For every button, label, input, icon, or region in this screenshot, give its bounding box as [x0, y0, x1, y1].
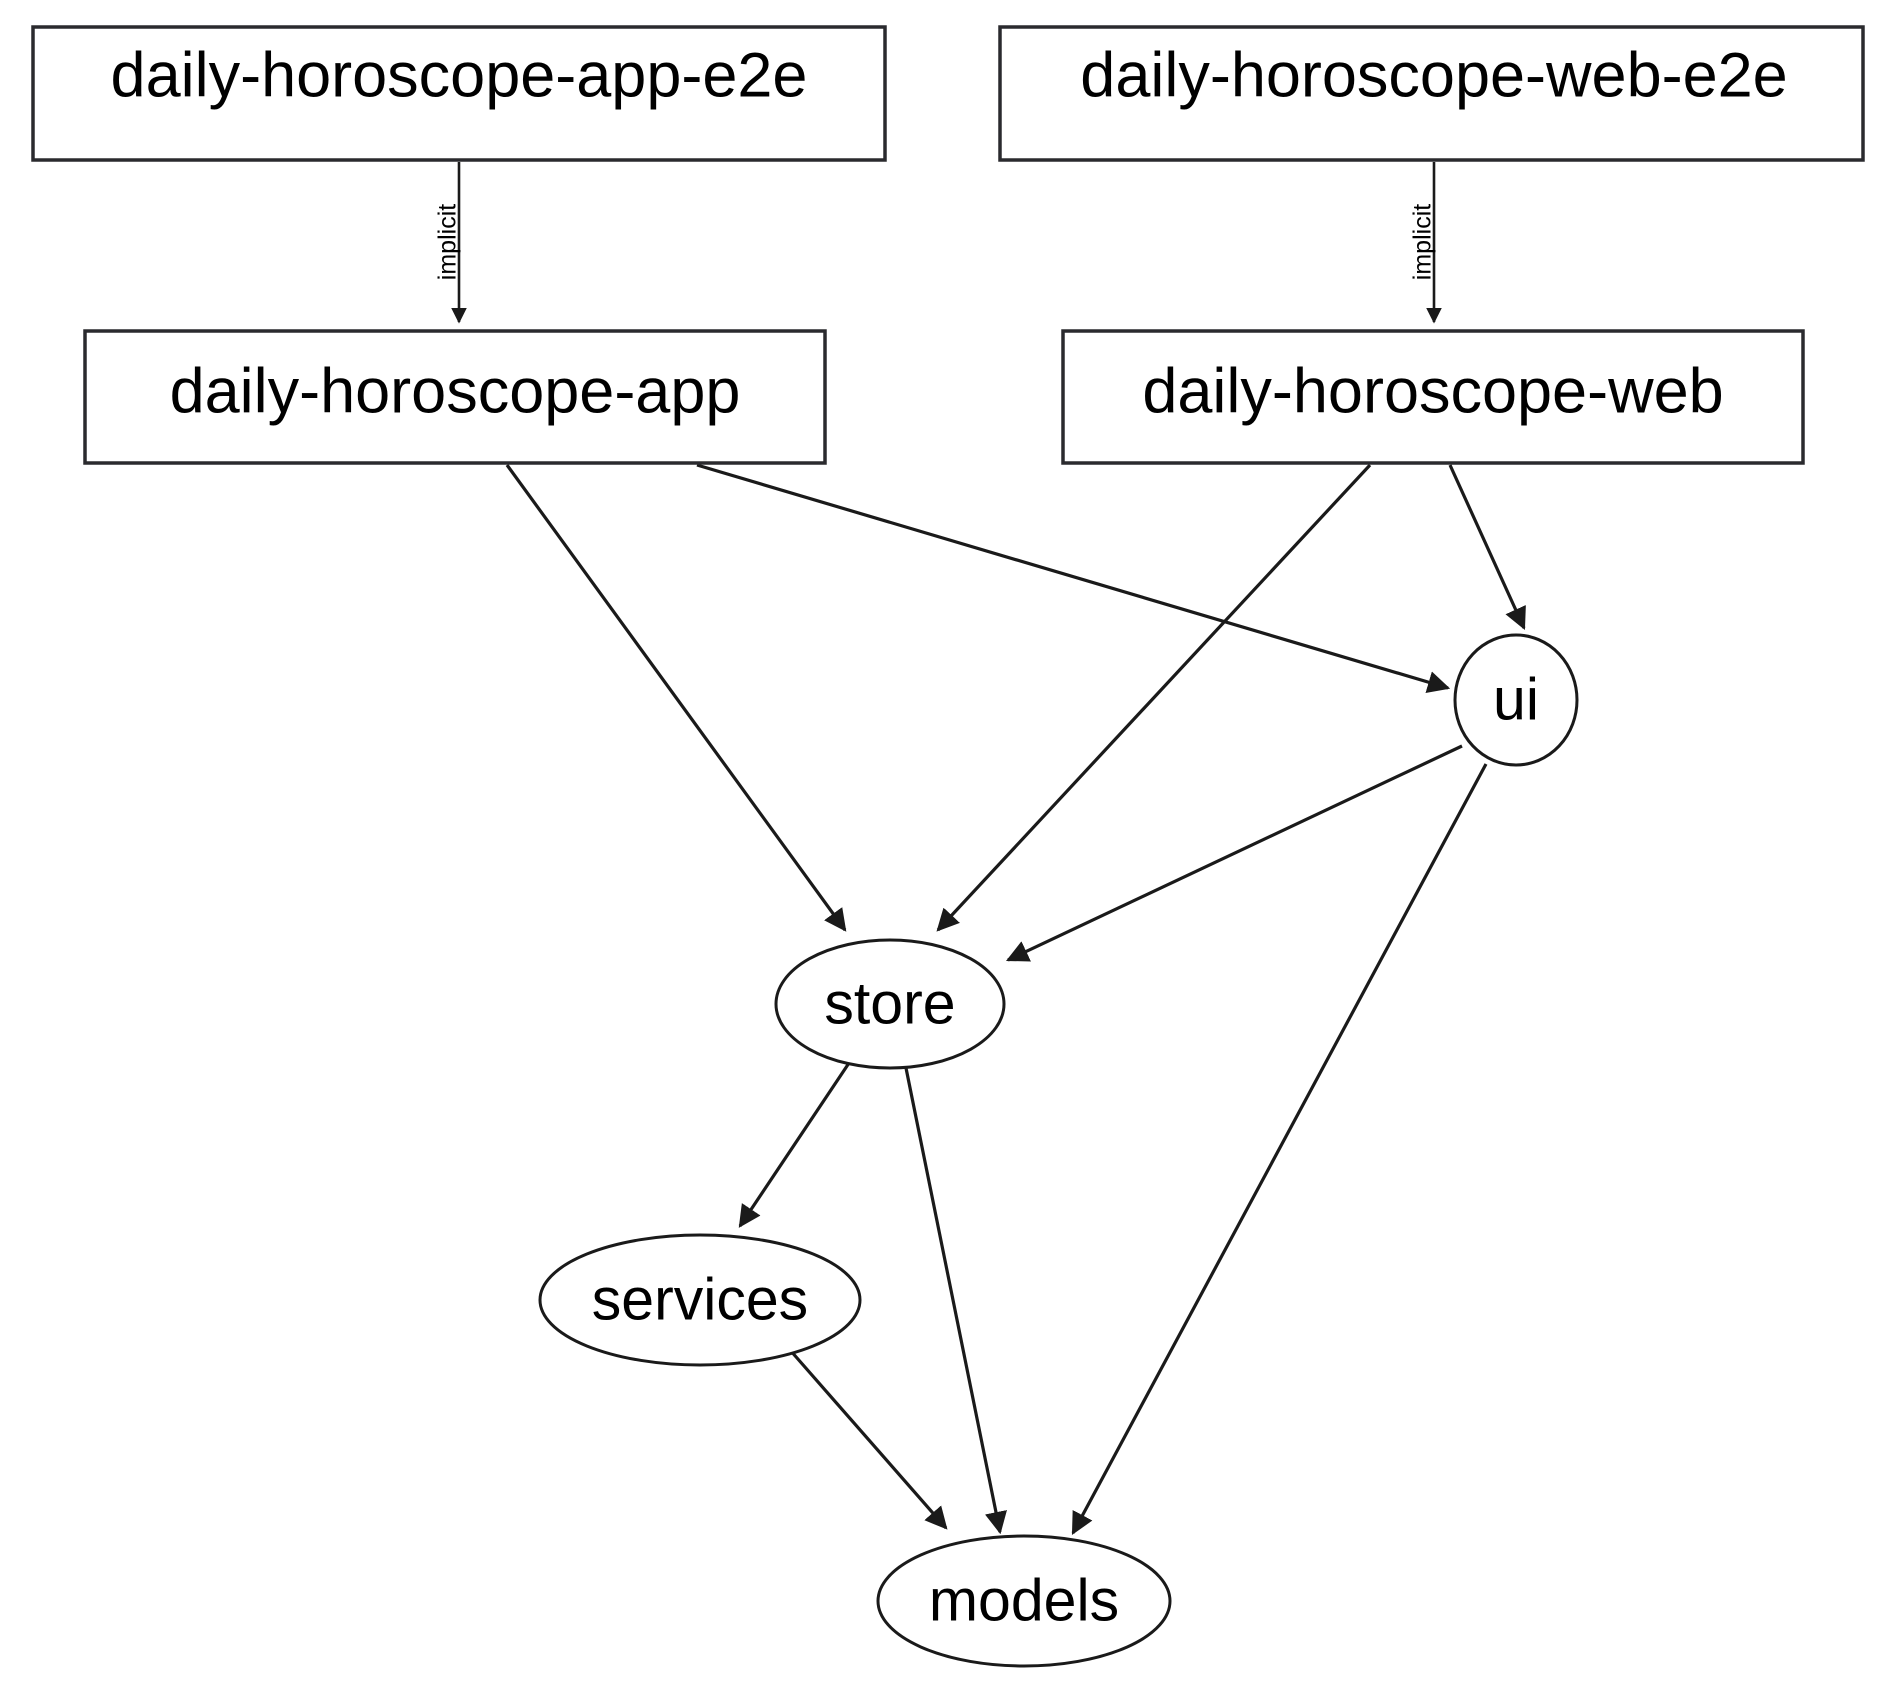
node-ellipse-models[interactable]	[876, 1534, 1172, 1668]
node-ui[interactable]: ui	[1453, 633, 1579, 767]
edge-web-to-store	[936, 463, 1372, 932]
node-label-ui: ui	[1493, 667, 1539, 733]
edge-label-implicit-app: implicit	[434, 204, 462, 280]
node-daily-horoscope-app-e2e[interactable]: daily-horoscope-app-e2e	[31, 25, 887, 162]
node-rect-daily-horoscope-web-e2e[interactable]	[998, 25, 1865, 162]
node-ellipse-ui[interactable]	[1453, 633, 1579, 767]
node-label-daily-horoscope-app: daily-horoscope-app	[170, 357, 741, 427]
edge-app-to-store	[505, 464, 847, 932]
node-daily-horoscope-web[interactable]: daily-horoscope-web	[1061, 329, 1805, 465]
node-rect-daily-horoscope-app[interactable]	[83, 329, 827, 465]
edge-ui-to-models	[1071, 763, 1488, 1535]
node-models[interactable]: models	[876, 1534, 1172, 1668]
edge-app-to-ui	[696, 463, 1451, 693]
edge-app-e2e-to-app: implicit	[434, 162, 467, 324]
edge-label-implicit-web: implicit	[1409, 204, 1437, 280]
node-ellipse-services[interactable]	[538, 1233, 862, 1367]
edge-ui-to-store	[1005, 744, 1463, 962]
node-daily-horoscope-app[interactable]: daily-horoscope-app	[83, 329, 827, 465]
node-daily-horoscope-web-e2e[interactable]: daily-horoscope-web-e2e	[998, 25, 1865, 162]
edge-group: implicit implicit	[434, 162, 1526, 1535]
node-services[interactable]: services	[538, 1233, 862, 1367]
node-label-store: store	[824, 971, 955, 1037]
edge-web-to-ui	[1448, 464, 1526, 631]
node-label-daily-horoscope-web: daily-horoscope-web	[1142, 357, 1723, 427]
edge-store-to-models	[904, 1067, 1007, 1535]
edge-services-to-models	[788, 1348, 948, 1530]
edge-web-e2e-to-web: implicit	[1409, 162, 1442, 324]
edge-store-to-services	[738, 1059, 853, 1228]
node-label-models: models	[929, 1568, 1119, 1634]
node-label-daily-horoscope-web-e2e: daily-horoscope-web-e2e	[1080, 41, 1787, 111]
node-group: daily-horoscope-app-e2e daily-horoscope-…	[31, 25, 1865, 1668]
node-ellipse-store[interactable]	[774, 938, 1006, 1070]
node-rect-daily-horoscope-web[interactable]	[1061, 329, 1805, 465]
node-label-daily-horoscope-app-e2e: daily-horoscope-app-e2e	[111, 41, 808, 111]
node-label-services: services	[592, 1267, 808, 1333]
node-rect-daily-horoscope-app-e2e[interactable]	[31, 25, 887, 162]
node-store[interactable]: store	[774, 938, 1006, 1070]
